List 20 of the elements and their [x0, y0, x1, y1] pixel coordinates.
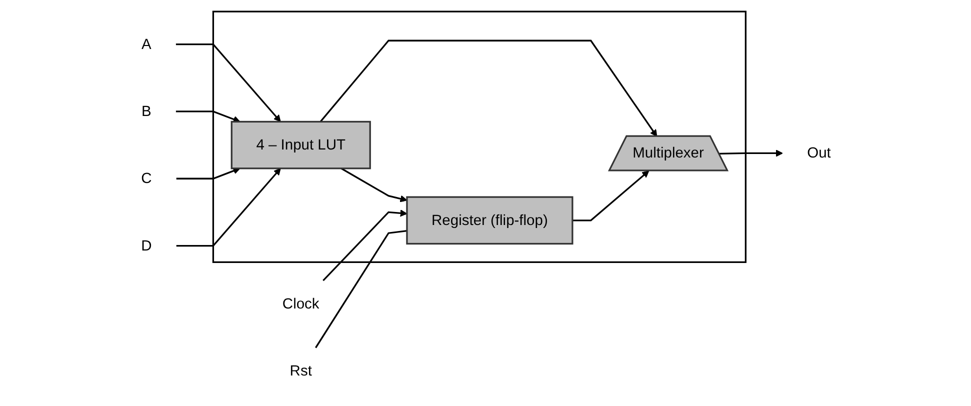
arrow [176, 168, 280, 247]
node-text: A [141, 36, 151, 52]
arrow [319, 40, 657, 137]
connector [314, 230, 407, 348]
arrow [175, 110, 240, 123]
node-text: Rst [289, 362, 312, 379]
node-box: 4 – Input LUT [230, 120, 370, 170]
arrow [175, 44, 280, 122]
node-text: Clock [282, 295, 319, 312]
arrow [340, 168, 407, 202]
node-text: C [140, 170, 152, 186]
arrow [322, 210, 407, 282]
arrow [572, 170, 649, 222]
node-text: Out [806, 144, 830, 162]
cluster [212, 10, 746, 263]
arrow [718, 150, 782, 157]
arrow [176, 167, 240, 180]
node-box: Register (flip-flop) [406, 196, 573, 245]
node-text: B [141, 102, 151, 120]
node-text: D [140, 237, 152, 254]
